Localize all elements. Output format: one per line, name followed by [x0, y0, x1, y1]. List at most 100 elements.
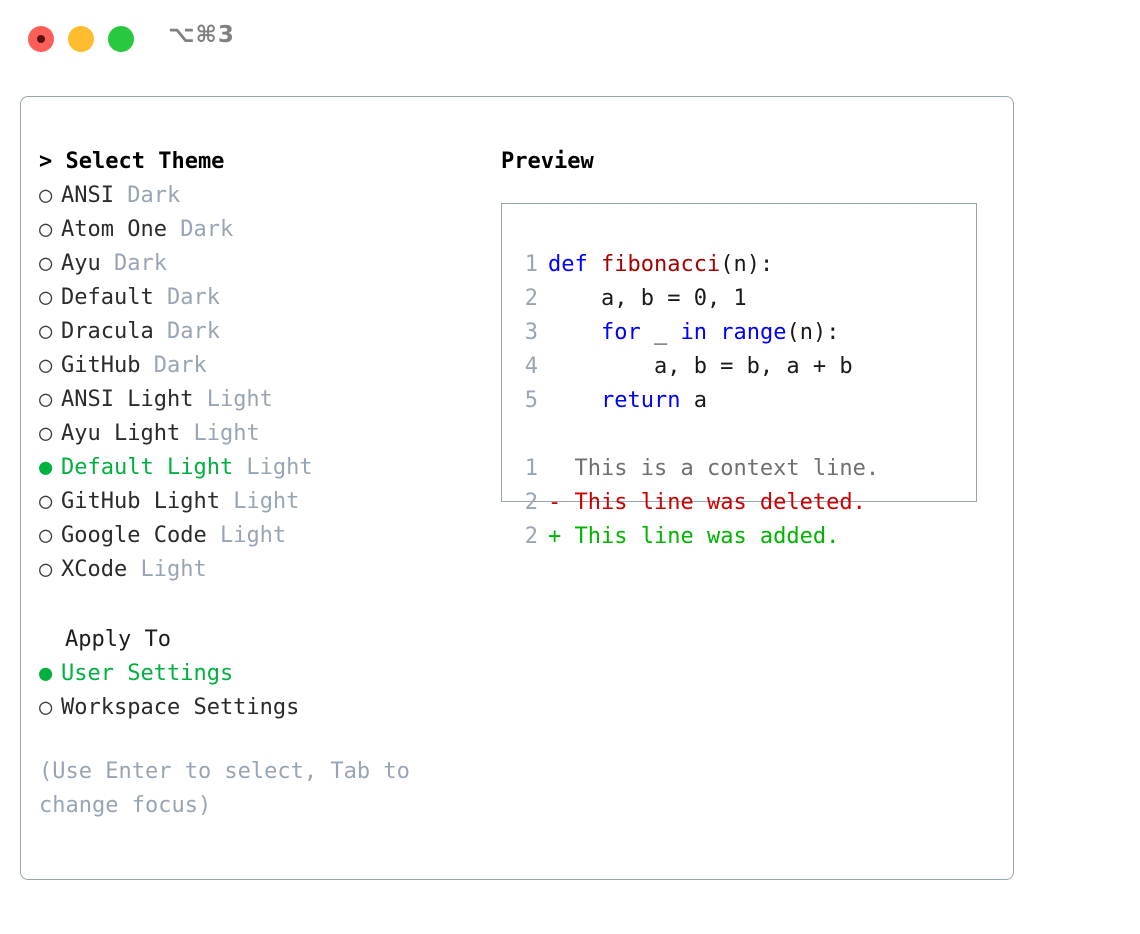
- apply-to-list-item[interactable]: ● User Settings: [39, 657, 479, 691]
- diff-marker: -: [548, 490, 575, 515]
- select-theme-heading: > Select Theme: [39, 149, 225, 174]
- code-line: 1 def fibonacci(n):: [502, 248, 976, 282]
- apply-to-heading: Apply To: [65, 627, 171, 652]
- keyboard-hint-text: (Use Enter to select, Tab to change focu…: [39, 759, 424, 818]
- theme-variant-tag: Light: [233, 455, 313, 480]
- radio-unselected-icon[interactable]: ○: [39, 353, 53, 378]
- theme-list-item[interactable]: ○ Ayu Light Light: [39, 417, 479, 451]
- hint-spacer: [39, 725, 479, 755]
- code-token: (n):: [720, 252, 774, 277]
- theme-list-item[interactable]: ○ GitHub Dark: [39, 349, 479, 383]
- theme-list-item[interactable]: ○ XCode Light: [39, 553, 479, 587]
- minimize-window-button[interactable]: [68, 26, 94, 52]
- theme-variant-tag: Dark: [166, 217, 234, 242]
- line-number: 2: [524, 524, 538, 549]
- code-token: range: [720, 320, 787, 345]
- radio-unselected-icon[interactable]: ○: [39, 523, 53, 548]
- theme-name-label: Default: [61, 285, 154, 310]
- code-token: a, b = b, a + b: [548, 354, 853, 379]
- line-number: 2: [524, 490, 538, 515]
- diff-line: 1 This is a context line.: [502, 452, 976, 486]
- apply-to-label: User Settings: [61, 661, 234, 686]
- radio-unselected-icon[interactable]: ○: [39, 489, 53, 514]
- diff-marker: [548, 456, 575, 481]
- theme-list: ○ANSI Dark○Atom One Dark○Ayu Dark○Defaul…: [39, 179, 479, 587]
- radio-unselected-icon[interactable]: ○: [39, 421, 53, 446]
- close-window-button[interactable]: [28, 26, 54, 52]
- theme-name-label: GitHub Light: [61, 489, 220, 514]
- diff-sample: 1 This is a context line.2- This line wa…: [502, 452, 976, 554]
- code-token: [707, 320, 720, 345]
- code-token: fibonacci: [600, 252, 721, 277]
- theme-name-label: Atom One: [61, 217, 167, 242]
- theme-list-item[interactable]: ○ ANSI Dark: [39, 179, 479, 213]
- theme-variant-tag: Light: [193, 387, 273, 412]
- radio-unselected-icon[interactable]: ○: [39, 285, 53, 310]
- code-token: [548, 320, 601, 345]
- line-number: 2: [524, 286, 538, 311]
- theme-name-label: Google Code: [61, 523, 207, 548]
- radio-unselected-icon[interactable]: ○: [39, 251, 53, 276]
- theme-list-item[interactable]: ○ Dracula Dark: [39, 315, 479, 349]
- theme-name-label: ANSI: [61, 183, 114, 208]
- diff-marker: +: [548, 524, 575, 549]
- theme-list-item[interactable]: ● Default Light Light: [39, 451, 479, 485]
- theme-list-item[interactable]: ○Ayu Dark: [39, 247, 479, 281]
- theme-list-item[interactable]: ○Google Code Light: [39, 519, 479, 553]
- radio-selected-icon[interactable]: ●: [39, 455, 53, 480]
- line-number: 3: [524, 320, 538, 345]
- radio-unselected-icon[interactable]: ○: [39, 695, 53, 720]
- theme-variant-tag: Dark: [153, 285, 220, 310]
- theme-variant-tag: Dark: [140, 353, 207, 378]
- theme-list-item[interactable]: ○ GitHub Light Light: [39, 485, 479, 519]
- theme-list-item[interactable]: ○ Atom One Dark: [39, 213, 479, 247]
- code-token: a, b = 0, 1: [548, 286, 747, 311]
- code-token: _: [640, 320, 681, 345]
- code-token: def: [548, 252, 601, 277]
- code-token: a: [680, 388, 707, 413]
- diff-text: This line was added.: [574, 524, 840, 549]
- theme-name-label: GitHub: [61, 353, 141, 378]
- theme-name-label: Ayu Light: [61, 421, 181, 446]
- theme-variant-tag: Dark: [153, 319, 220, 344]
- zoom-window-button[interactable]: [108, 26, 134, 52]
- line-number: 5: [524, 388, 538, 413]
- line-number: 1: [524, 252, 538, 277]
- traffic-light-group: [28, 26, 134, 52]
- radio-unselected-icon[interactable]: ○: [39, 217, 53, 242]
- code-line: 3 for _ in range(n):: [502, 316, 976, 350]
- theme-variant-tag: Dark: [113, 183, 181, 208]
- code-token: [548, 388, 601, 413]
- radio-unselected-icon[interactable]: ○: [39, 387, 53, 412]
- code-line: 2 a, b = 0, 1: [502, 282, 976, 316]
- theme-list-item[interactable]: ○ Default Dark: [39, 281, 479, 315]
- theme-name-label: Default Light: [61, 455, 234, 480]
- radio-selected-icon[interactable]: ●: [39, 661, 53, 686]
- code-token: (n):: [786, 320, 840, 345]
- line-number: 1: [524, 456, 538, 481]
- title-bar: ⌥⌘3: [0, 0, 1140, 78]
- theme-name-label: XCode: [61, 557, 128, 582]
- diff-line: 2- This line was deleted.: [502, 486, 976, 520]
- code-line: 5 return a: [502, 384, 976, 418]
- diff-text: This is a context line.: [574, 456, 880, 481]
- code-token: return: [600, 388, 681, 413]
- theme-variant-tag: Light: [127, 557, 207, 582]
- code-line: 4 a, b = b, a + b: [502, 350, 976, 384]
- apply-to-label: Workspace Settings: [61, 695, 300, 720]
- theme-variant-tag: Light: [219, 489, 300, 514]
- theme-name-label: ANSI Light: [61, 387, 194, 412]
- theme-name-label: Dracula: [61, 319, 154, 344]
- theme-selector-column: > Select Theme ○ANSI Dark○Atom One Dark○…: [39, 145, 479, 823]
- theme-variant-tag: Light: [180, 421, 260, 446]
- theme-list-item[interactable]: ○ ANSI Light Light: [39, 383, 479, 417]
- apply-to-list-item[interactable]: ○ Workspace Settings: [39, 691, 479, 725]
- code-token: for: [600, 320, 641, 345]
- section-spacer: [39, 587, 479, 623]
- radio-unselected-icon[interactable]: ○: [39, 183, 53, 208]
- radio-unselected-icon[interactable]: ○: [39, 557, 53, 582]
- diff-line: 2 + This line was added.: [502, 520, 976, 554]
- radio-unselected-icon[interactable]: ○: [39, 319, 53, 344]
